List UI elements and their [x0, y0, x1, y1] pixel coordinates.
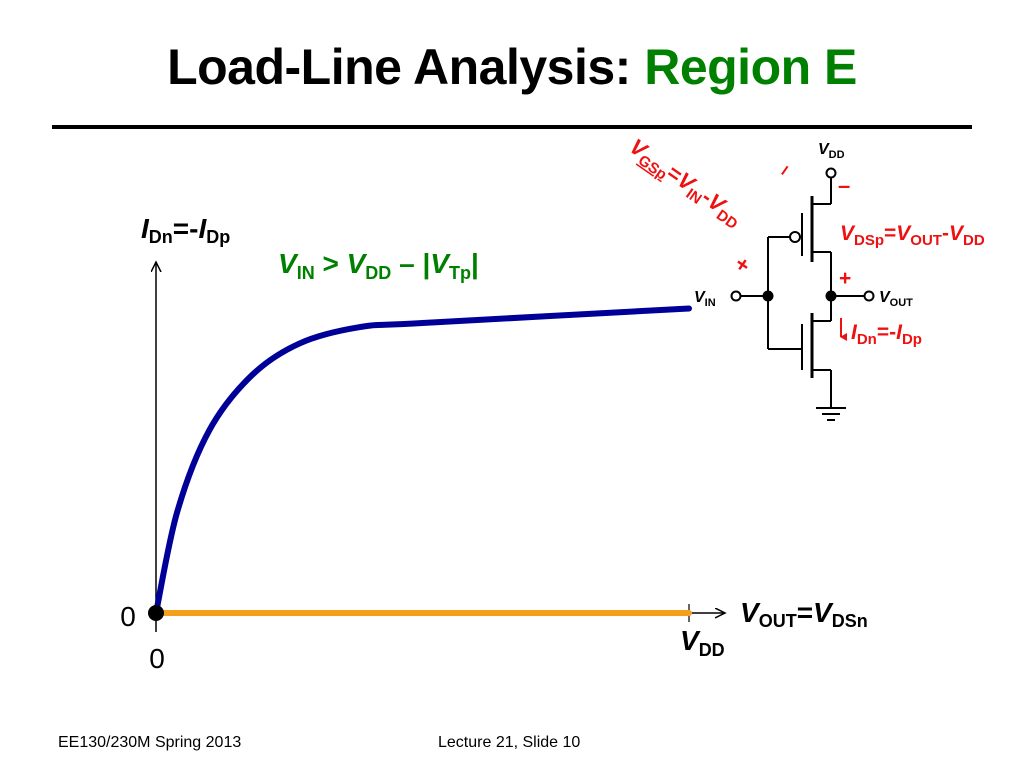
iv-plot: 0 0 IDn=-IDp VOUT=VDSn VDD VIN > VDD – |…	[120, 213, 868, 674]
vout-node	[825, 290, 837, 302]
footer-course: EE130/230M Spring 2013	[58, 734, 242, 751]
origin-y-label: 0	[120, 601, 136, 632]
vin-label: VIN	[694, 289, 716, 309]
footer-slide-number: Lecture 21, Slide 10	[438, 734, 581, 751]
vdsp-plus-sign: +	[839, 267, 851, 290]
idn-label: IDn=-IDp	[851, 321, 922, 348]
slide-title-accent: Region E	[644, 39, 857, 95]
cmos-inverter-schematic	[730, 167, 875, 421]
slide-title: Load-Line Analysis: Region E	[0, 38, 1024, 96]
vout-terminal	[863, 290, 875, 302]
region-condition: VIN > VDD – |VTp|	[278, 248, 479, 285]
slide-title-main: Load-Line Analysis:	[167, 39, 631, 95]
pmos-current-curve	[153, 305, 692, 616]
vgsp-label: VGSp=VIN-VDD	[623, 134, 748, 233]
y-axis-title: IDn=-IDp	[141, 213, 230, 247]
vdd-label: VDD	[818, 141, 845, 161]
title-divider	[52, 125, 972, 129]
x-axis-title: VOUT=VDSn	[740, 597, 868, 631]
vdsp-minus-sign: –	[838, 173, 850, 198]
vgsp-minus-sign: –	[772, 159, 796, 181]
vgsp-plus-sign: +	[730, 251, 755, 279]
vout-label: VOUT	[879, 289, 913, 309]
vdsp-label: VDSp=VOUT-VDD	[840, 222, 985, 249]
vin-node	[762, 290, 774, 302]
ground-icon	[816, 407, 846, 421]
origin-point	[148, 605, 164, 621]
origin-x-label: 0	[149, 643, 165, 674]
series-layer	[153, 305, 692, 616]
pmos-gate-bubble	[789, 231, 801, 243]
vdd-terminal	[825, 167, 837, 179]
vdd-tick-label: VDD	[680, 625, 725, 660]
vin-terminal	[730, 290, 742, 302]
